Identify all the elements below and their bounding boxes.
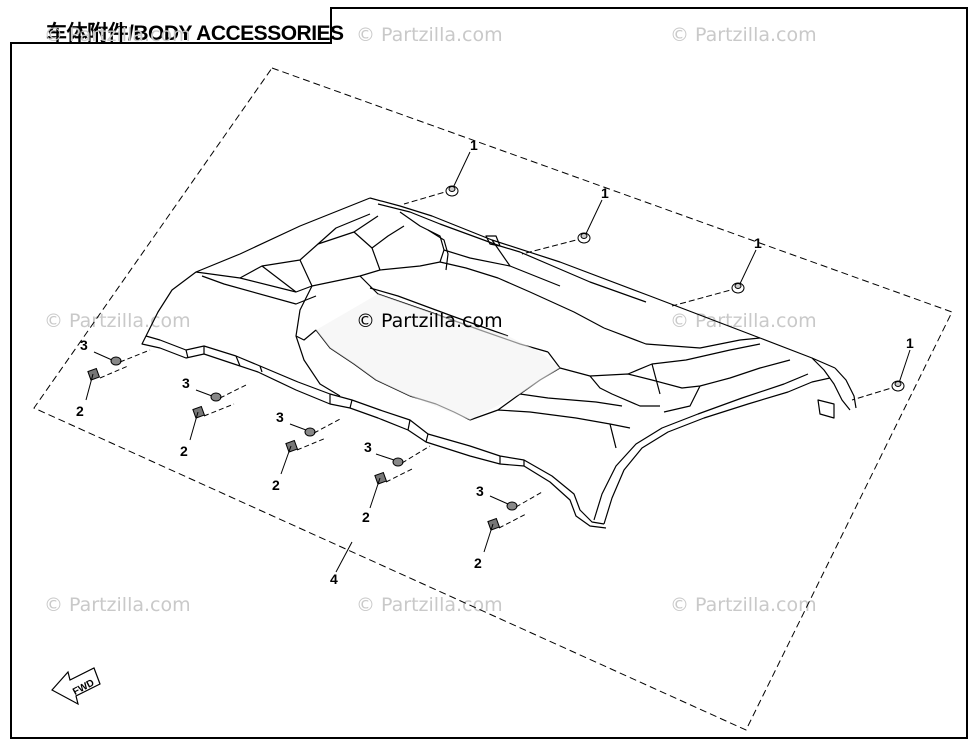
watermark: © Partzilla.com (44, 310, 191, 332)
fastener-group-c (280, 417, 343, 475)
page-title: 车体附件/BODY ACCESSORIES (46, 22, 344, 45)
callout-clip-nut: 2 (474, 555, 482, 571)
callout-washer: 3 (182, 375, 190, 391)
watermark: © Partzilla.com (670, 594, 817, 616)
bolt-1 (403, 151, 471, 205)
panel-shading (316, 294, 560, 420)
watermark: © Partzilla.com (44, 594, 191, 616)
watermark: © Partzilla.com (670, 310, 817, 332)
bolt-3 (671, 249, 757, 307)
callout-bolt: 1 (906, 335, 914, 351)
callout-clip-nut: 2 (180, 443, 188, 459)
callout-washer: 3 (80, 337, 88, 353)
body-panel (141, 197, 857, 529)
fwd-arrow-icon: FWD (51, 667, 101, 706)
callout-washer: 3 (276, 409, 284, 425)
watermark: © Partzilla.com (356, 24, 503, 46)
panel-leader (335, 541, 353, 573)
callout-panel: 4 (330, 571, 338, 587)
bolt-2 (521, 199, 603, 255)
callout-washer: 3 (476, 483, 484, 499)
callout-washer: 3 (364, 439, 372, 455)
callout-bolt: 1 (754, 235, 762, 251)
fastener-group-b (189, 383, 249, 441)
drawing-frame (10, 7, 968, 739)
watermark: © Partzilla.com (44, 24, 191, 46)
callout-bolt: 1 (601, 185, 609, 201)
callout-bolt: 1 (470, 137, 478, 153)
fastener-group-a (85, 349, 151, 401)
callout-clip-nut: 2 (272, 477, 280, 493)
watermark: © Partzilla.com (670, 24, 817, 46)
assembly-boundary (33, 67, 953, 731)
callout-clip-nut: 2 (362, 509, 370, 525)
callout-clip-nut: 2 (76, 403, 84, 419)
bolt-4 (851, 349, 911, 401)
center-watermark: © Partzilla.com (356, 310, 503, 332)
watermark: © Partzilla.com (356, 594, 503, 616)
title-box: 车体附件/BODY ACCESSORIES (10, 7, 344, 45)
fastener-group-e (483, 491, 543, 553)
fastener-group-d (369, 445, 431, 509)
